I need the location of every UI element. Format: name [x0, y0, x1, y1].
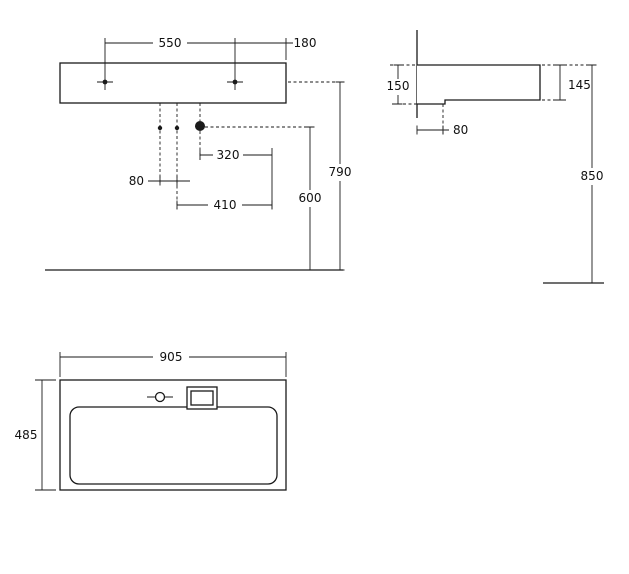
tap-hole-dot-right: [174, 125, 180, 131]
basin-side-outline: [417, 64, 541, 105]
dim-80-side-lines: [416, 125, 449, 135]
basin-top-outline: [59, 379, 287, 491]
dim-410-value: 410: [214, 198, 237, 212]
dim-850-value: 850: [581, 169, 604, 183]
dim-485-value: 485: [15, 428, 38, 442]
front-view: 550 180 320 80 410 600 790: [45, 36, 352, 271]
dim-850-lines: [587, 64, 597, 284]
tap-hole: [154, 391, 166, 403]
dim-790-value: 790: [329, 165, 352, 179]
overflow-inner: [190, 390, 214, 406]
centerlines-dashed: [159, 103, 310, 209]
overflow-outer: [186, 386, 218, 410]
dim-150-value: 150: [387, 79, 410, 93]
dim-80-front-value: 80: [129, 174, 144, 188]
dim-790-lines: [335, 81, 345, 271]
dim-905-value: 905: [160, 350, 183, 364]
dim-80-front-lines: [148, 176, 190, 186]
dim-410-lines: [176, 200, 273, 210]
dim-180-value: 180: [294, 36, 317, 50]
dim-180-lines: [235, 38, 293, 60]
basin-front-outline: [59, 62, 287, 104]
dim-150-lines: [393, 64, 403, 105]
drain-outlet-dot: [195, 121, 205, 131]
mounting-hole-crosshairs: [97, 74, 243, 90]
dim-320-lines: [199, 148, 273, 209]
dim-905-lines: [59, 352, 287, 377]
dim-80-side-value: 80: [453, 123, 468, 137]
dim-600-lines: [305, 126, 315, 270]
top-view: 905 485: [15, 350, 287, 491]
dim-550-lines: [104, 38, 236, 74]
dim-320-value: 320: [217, 148, 240, 162]
dim-145-lines: [555, 64, 565, 101]
dim-485-lines: [35, 379, 56, 491]
tap-hole-dot-left: [157, 125, 163, 131]
bowl-outline: [69, 406, 278, 485]
dim-550-value: 550: [159, 36, 182, 50]
side-view: 150 145 80 850: [387, 30, 604, 284]
dim-145-value: 145: [568, 78, 591, 92]
dim-600-value: 600: [299, 191, 322, 205]
